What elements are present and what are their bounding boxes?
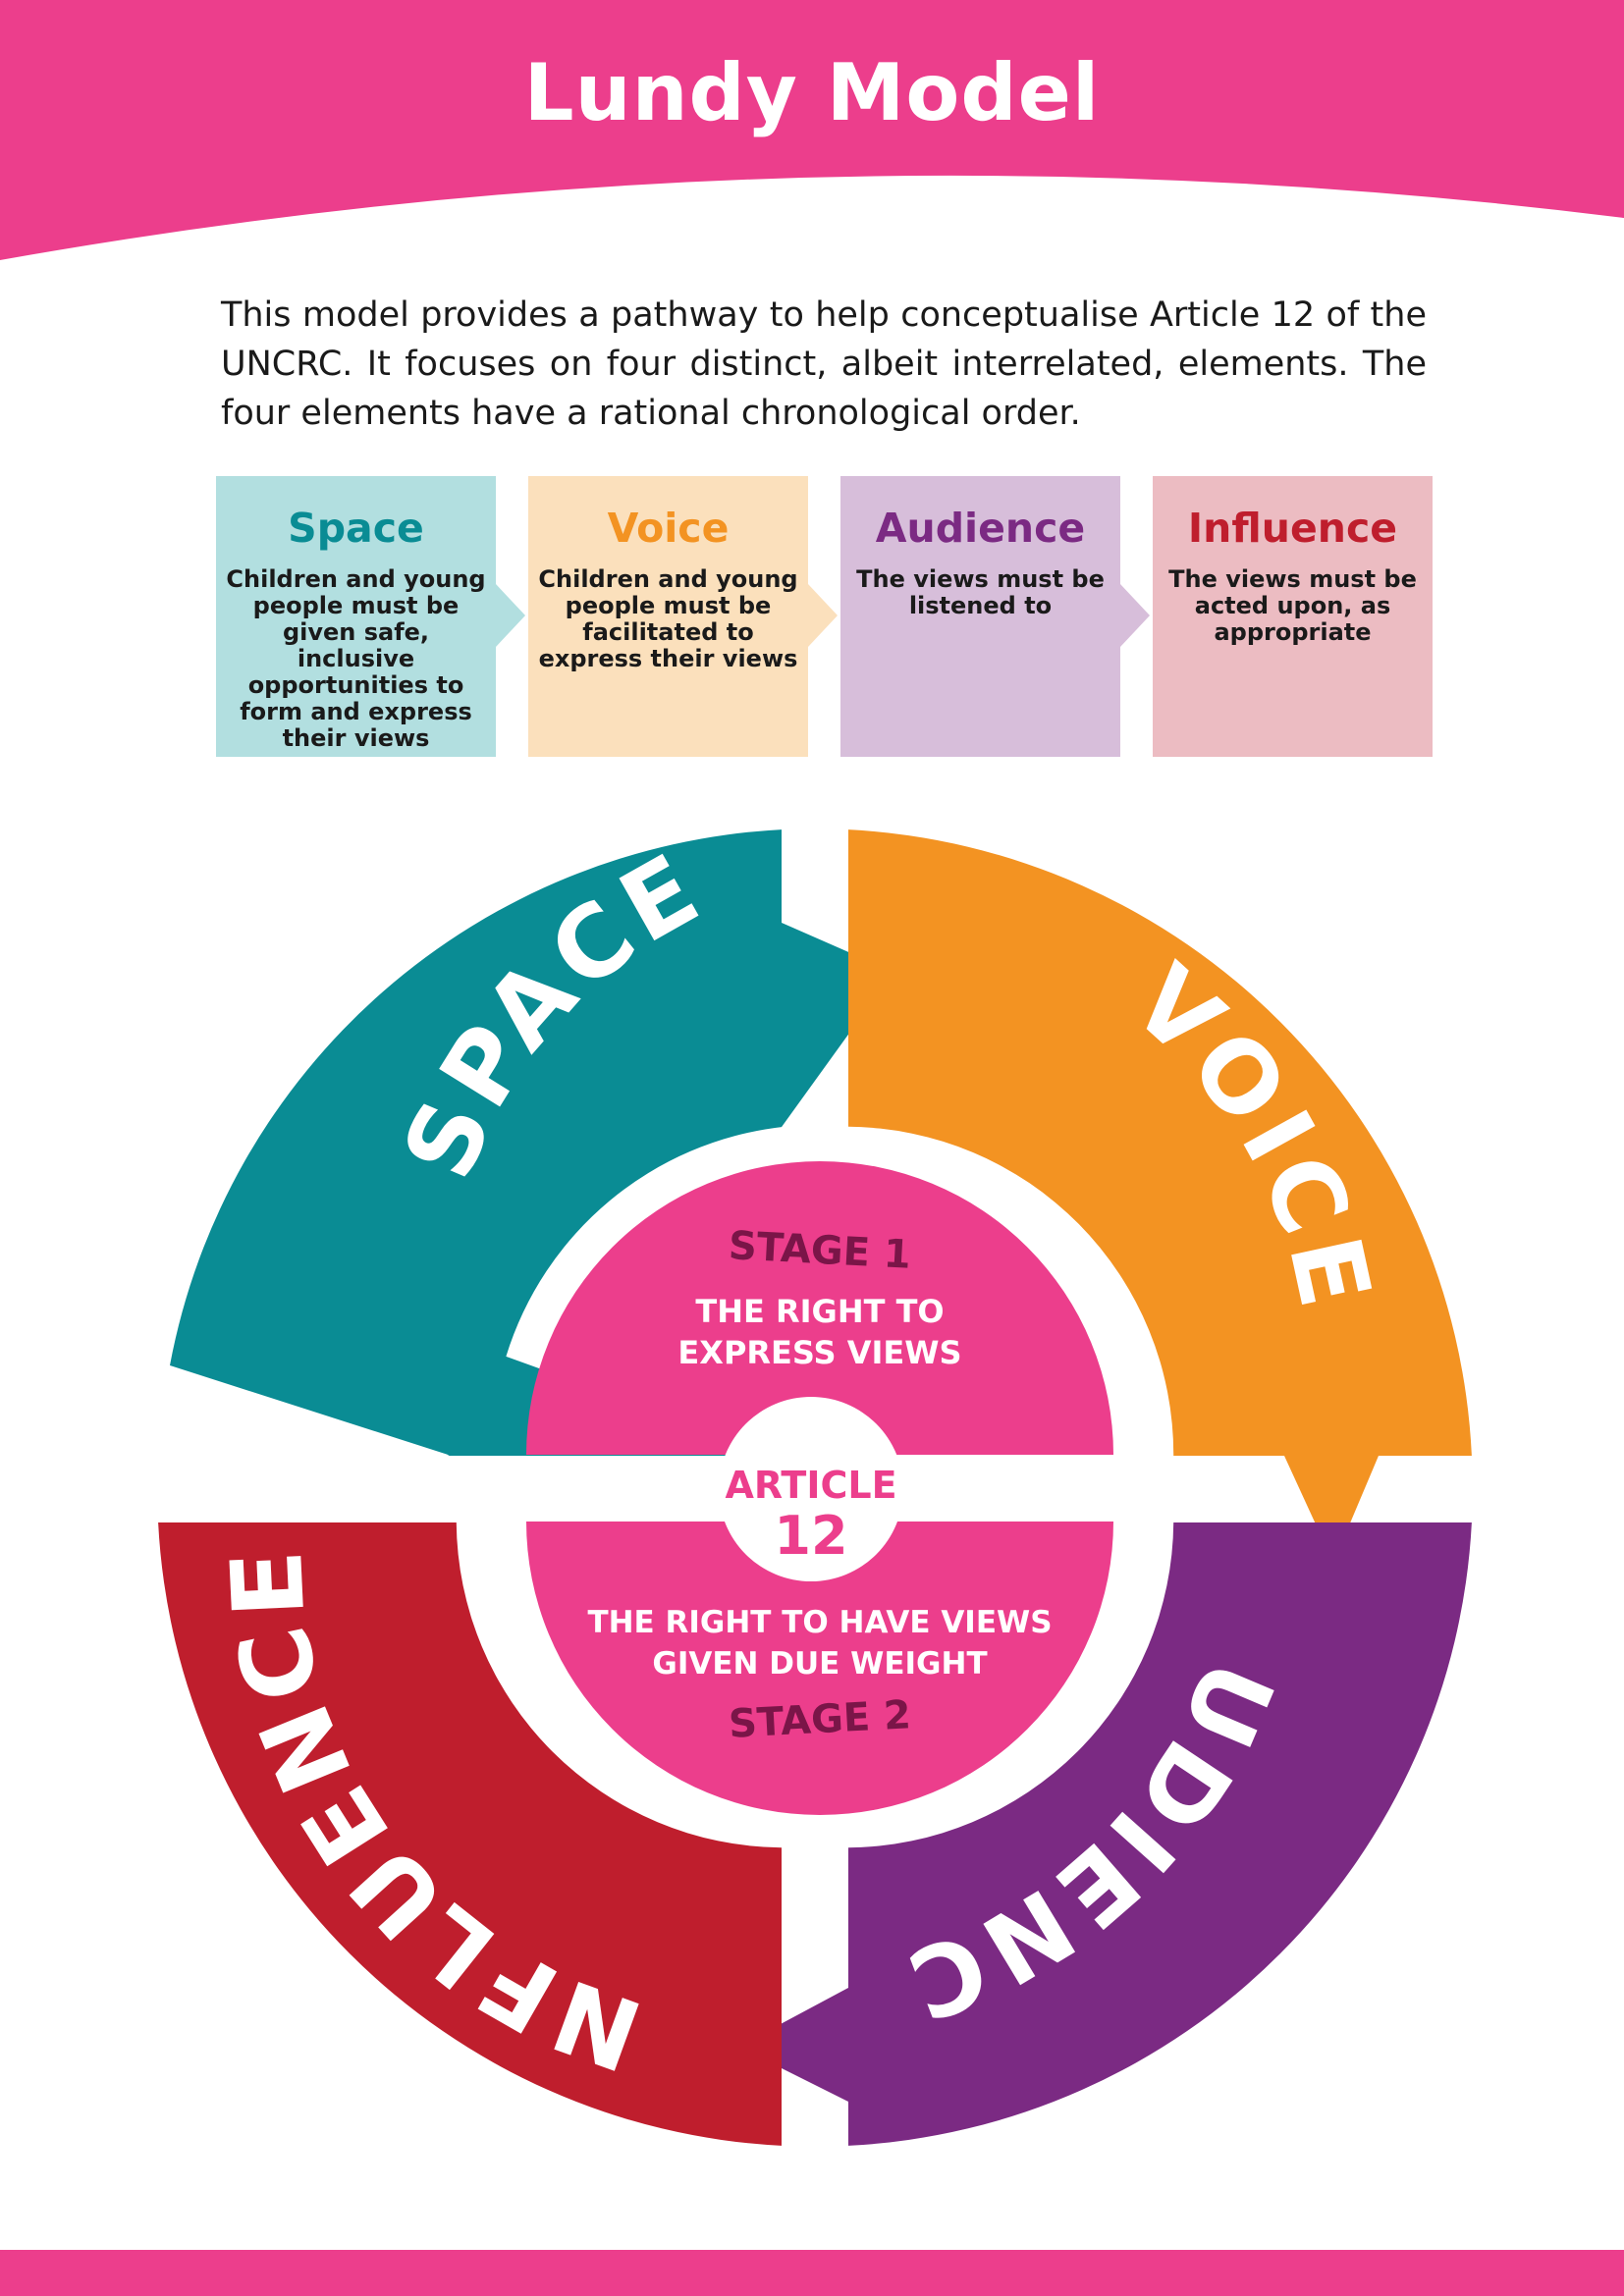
segment-influence [158, 1522, 783, 2146]
stage-1-label: STAGE 1 [728, 1223, 912, 1278]
card-description: The views must be acted upon, as appropr… [1168, 565, 1417, 646]
header-band [0, 0, 1624, 260]
stage-1-line-1: THE RIGHT TO [695, 1293, 944, 1330]
segment-audience [738, 1522, 1472, 2146]
card-audience: Audience The views must be listened to [840, 476, 1120, 757]
stage-1-line-2: EXPRESS VIEWS [677, 1334, 961, 1371]
segment-voice [848, 829, 1472, 1563]
card-influence: Influence The views must be acted upon, … [1153, 476, 1433, 757]
element-cards: Space Children and young people must be … [216, 476, 1434, 757]
article-label: ARTICLE [725, 1464, 896, 1507]
arrow-right-icon [808, 584, 838, 647]
page-title: Lundy Model [523, 47, 1101, 138]
arrow-right-icon [1120, 584, 1150, 647]
card-space: Space Children and young people must be … [216, 476, 496, 757]
card-title: Audience [875, 505, 1086, 552]
card-title: Space [288, 505, 424, 552]
article-circle [719, 1397, 903, 1581]
segment-space [170, 829, 893, 1456]
card-description: The views must be listened to [856, 565, 1105, 619]
stage-2-line-1: THE RIGHT TO HAVE VIEWS [587, 1605, 1052, 1640]
card-description: Children and young people must be facili… [538, 565, 798, 672]
stage-1-half [526, 1161, 1113, 1455]
header-background [0, 0, 1624, 260]
stage-2-label: STAGE 2 [728, 1692, 912, 1747]
card-title: Voice [607, 505, 730, 552]
stage-2-half [526, 1522, 1113, 1815]
card-title: Influence [1187, 505, 1398, 552]
arrow-right-icon [496, 584, 525, 647]
stage-2-line-2: GIVEN DUE WEIGHT [652, 1646, 987, 1682]
card-voice: Voice Children and young people must be … [528, 476, 808, 757]
card-description: Children and young people must be given … [226, 565, 486, 752]
footer-band [0, 2250, 1624, 2296]
intro-paragraph: This model provides a pathway to help co… [221, 295, 1427, 433]
article-number: 12 [774, 1505, 847, 1567]
